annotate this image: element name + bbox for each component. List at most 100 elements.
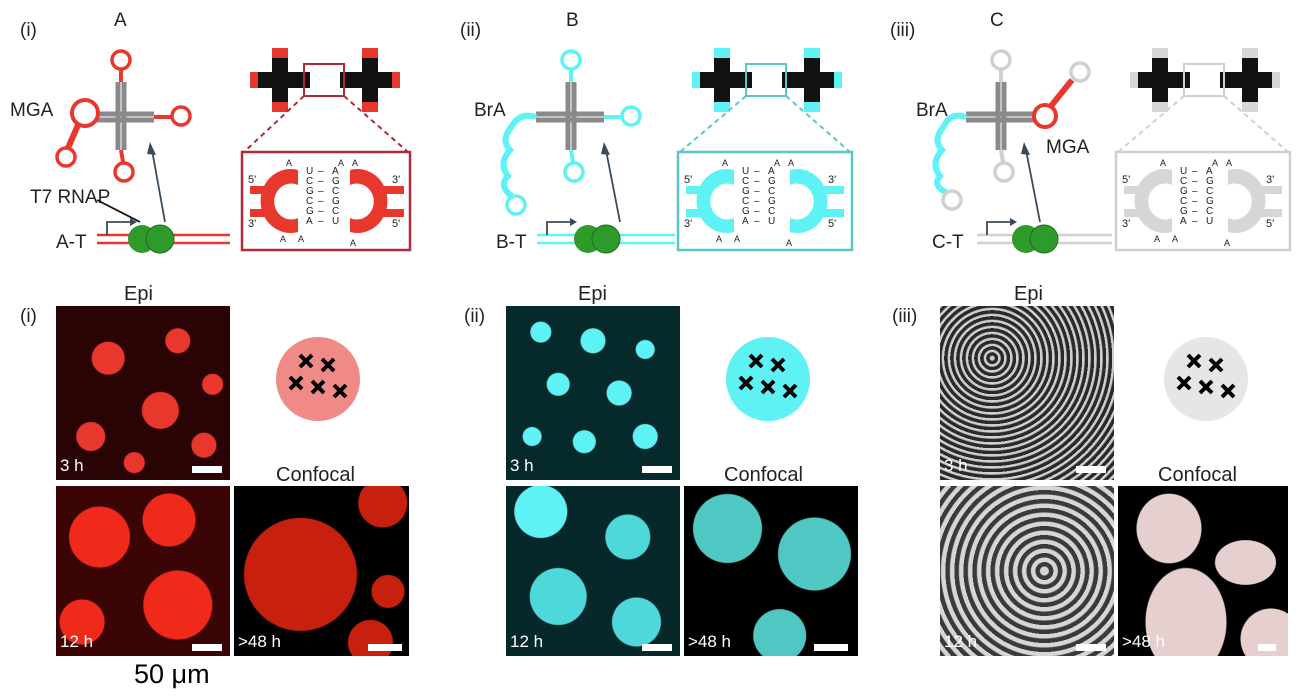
scale-bar	[814, 644, 848, 651]
base-right: A	[768, 166, 775, 177]
base-right: A	[332, 166, 339, 177]
base-left: G	[1180, 186, 1188, 197]
loop-a-label: A	[774, 158, 781, 168]
template-label-b: B-T	[496, 232, 527, 253]
base-right: G	[1206, 196, 1214, 207]
loop-a-label: A	[338, 158, 345, 168]
base-right: C	[1206, 186, 1214, 197]
time-label-3h-iii: 3 h	[944, 456, 968, 475]
base-left: C	[742, 196, 750, 207]
template-label-c: C-T	[932, 232, 964, 253]
epi-title-iii: Epi	[1014, 283, 1043, 305]
end-5prime-label: 5'	[248, 174, 257, 186]
base-right: C	[768, 206, 776, 217]
loop-a-label: A	[286, 158, 293, 168]
base-pair-bond: –	[754, 176, 760, 187]
construct-label-c: C	[990, 10, 1004, 31]
loop-a-label: A	[786, 238, 793, 248]
time-label-3h-ii: 3 h	[510, 456, 534, 475]
base-left: G	[1180, 206, 1188, 217]
time-label-48h-iii: >48 h	[1122, 632, 1166, 651]
panel-label-ii: (ii)	[460, 20, 482, 41]
loop-a-label: A	[734, 234, 741, 244]
scale-caption: 50 μm	[134, 659, 210, 689]
base-pair-bond: –	[1192, 186, 1198, 197]
bottom-label-ii: (ii)	[464, 306, 486, 327]
epi-title-i: Epi	[124, 283, 153, 305]
time-label-48h-i: >48 h	[238, 632, 282, 651]
base-pair-bond: –	[754, 206, 760, 217]
base-right: C	[332, 186, 340, 197]
bra-label: BrA	[474, 100, 506, 121]
end-5prime-label: 5'	[828, 218, 837, 230]
construct-label-b: B	[566, 10, 579, 31]
nanostar-b-diagram	[500, 48, 854, 254]
epi-image-12h-i: 12 h	[56, 486, 230, 656]
droplet-schematic-iii	[1164, 337, 1248, 421]
time-label-12h-ii: 12 h	[510, 632, 544, 651]
time-label-48h-ii: >48 h	[688, 632, 732, 651]
confocal-image-i: >48 h	[234, 486, 409, 656]
epi-image-3h-ii: 3 h	[506, 306, 680, 480]
loop-a-label: A	[716, 234, 723, 244]
loop-a-label: A	[1154, 234, 1161, 244]
end-3prime-label: 3'	[1122, 218, 1131, 230]
base-pair-bond: –	[754, 166, 760, 177]
base-left: U	[306, 166, 314, 177]
base-left: U	[1180, 166, 1188, 177]
scale-bar	[642, 466, 672, 473]
base-pair-bond: –	[318, 216, 324, 227]
loop-a-label: A	[1224, 238, 1231, 248]
epi-image-12h-iii: 12 h	[940, 486, 1114, 656]
epi-title-ii: Epi	[578, 283, 607, 305]
base-pair-bond: –	[754, 196, 760, 207]
base-pair-bond: –	[754, 186, 760, 197]
confocal-image-ii: >48 h	[684, 486, 858, 656]
base-pair-bond: –	[1192, 216, 1198, 227]
loop-a-label: A	[1212, 158, 1219, 168]
mga-label: MGA	[10, 100, 54, 121]
end-3prime-label: 3'	[684, 218, 693, 230]
loop-a-label: A	[788, 158, 795, 168]
base-right: G	[332, 196, 340, 207]
base-pair-bond: –	[754, 216, 760, 227]
base-right: C	[332, 206, 340, 217]
end-5prime-label: 5'	[684, 174, 693, 186]
epi-image-12h-ii: 12 h	[506, 486, 680, 656]
epi-image-3h-iii: 3 h	[940, 306, 1114, 480]
end-3prime-label: 3'	[392, 174, 401, 186]
base-left: C	[742, 176, 750, 187]
base-pair-bond: –	[318, 206, 324, 217]
base-left: U	[742, 166, 750, 177]
confocal-title-iii: Confocal	[1158, 464, 1237, 486]
end-5prime-label: 5'	[1266, 218, 1275, 230]
base-left: C	[306, 176, 314, 187]
t7-rnap-label: T7 RNAP	[30, 187, 111, 208]
scale-bar	[642, 644, 672, 651]
mga-label-c: MGA	[1046, 137, 1090, 158]
end-5prime-label: 5'	[392, 218, 401, 230]
base-right: G	[332, 176, 340, 187]
base-right: C	[768, 186, 776, 197]
base-left: G	[306, 186, 314, 197]
end-5prime-label: 5'	[1122, 174, 1131, 186]
base-right: A	[1206, 166, 1213, 177]
bottom-label-i: (i)	[20, 306, 37, 327]
scale-bar	[1076, 466, 1106, 473]
base-pair-bond: –	[318, 166, 324, 177]
epi-image-3h-i: 3 h	[56, 306, 230, 480]
base-right: C	[1206, 206, 1214, 217]
loop-a-label: A	[350, 238, 357, 248]
base-right: G	[768, 176, 776, 187]
confocal-image-iii: >48 h	[1118, 486, 1288, 656]
base-right: U	[332, 216, 340, 227]
time-label-12h-iii: 12 h	[944, 632, 978, 651]
base-left: A	[1180, 216, 1187, 227]
base-left: C	[306, 196, 314, 207]
base-right: G	[1206, 176, 1214, 187]
panel-label-i: (i)	[20, 20, 37, 41]
time-label-3h-i: 3 h	[60, 456, 84, 475]
base-pair-bond: –	[1192, 196, 1198, 207]
bottom-label-iii: (iii)	[892, 306, 918, 327]
scale-bar	[192, 644, 222, 651]
